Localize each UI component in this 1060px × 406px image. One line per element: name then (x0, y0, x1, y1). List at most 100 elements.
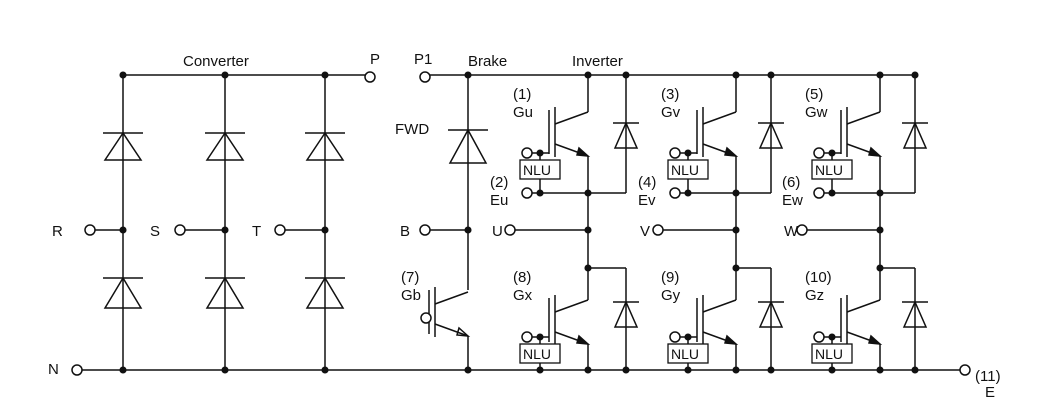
gate-lo-label: Gx (513, 287, 533, 304)
terminal-p[interactable] (364, 71, 376, 83)
nlu-label: NLU (523, 162, 551, 178)
junction-dot (876, 264, 884, 272)
emitter-label: Eu (490, 192, 508, 209)
junction-dot (767, 366, 775, 374)
junction-dot (876, 71, 884, 79)
diode-icon (103, 276, 143, 309)
label-fwd: FWD (395, 121, 429, 138)
junction-dot (767, 71, 775, 79)
emitter-number: (6) (782, 174, 800, 191)
junction-dot (732, 71, 740, 79)
diode-icon (902, 121, 928, 149)
wire (554, 111, 589, 125)
emitter-arrow-icon (868, 334, 883, 345)
nlu-label: NLU (523, 346, 551, 362)
wire (434, 291, 469, 305)
emitter-number: (4) (638, 174, 656, 191)
gate-terminal-hi[interactable] (669, 147, 681, 159)
junction-dot (584, 71, 592, 79)
emitter-sense-terminal[interactable] (669, 187, 681, 199)
junction-dot (321, 71, 329, 79)
diode-icon (205, 276, 245, 309)
emitter-sense-terminal[interactable] (813, 187, 825, 199)
junction-dot (876, 189, 884, 197)
emitter-sense-terminal[interactable] (521, 187, 533, 199)
diode-icon (205, 131, 245, 161)
label-brake: Brake (468, 53, 507, 70)
junction-dot (684, 366, 692, 374)
terminal-p1[interactable] (419, 71, 431, 83)
output-terminal-w[interactable] (796, 224, 808, 236)
gate-lo-number: (10) (805, 269, 832, 286)
junction-dot (536, 189, 544, 197)
terminal-n[interactable] (71, 364, 83, 376)
gate-hi-label: Gu (513, 104, 533, 121)
junction-dot (119, 71, 127, 79)
nlu-label: NLU (671, 162, 699, 178)
gate-lo-number: (9) (661, 269, 679, 286)
junction-dot (622, 71, 630, 79)
gate-lo-label: Gz (805, 287, 824, 304)
brake-gate-label: Gb (401, 287, 421, 304)
wire (846, 111, 881, 125)
terminal-e[interactable] (959, 364, 971, 376)
terminal-t-label: T (252, 223, 261, 240)
gate-hi-label: Gv (661, 104, 681, 121)
emitter-number: (2) (490, 174, 508, 191)
junction-dot (584, 264, 592, 272)
gate-lo-number: (8) (513, 269, 531, 286)
gate-hi-label: Gw (805, 104, 828, 121)
brake-gate-number: (7) (401, 269, 419, 286)
diode-icon (305, 276, 345, 309)
output-label: W (784, 223, 799, 240)
emitter-arrow-icon (724, 334, 739, 345)
junction-dot (536, 366, 544, 374)
junction-dot (911, 366, 919, 374)
terminal-p1-label: P1 (414, 51, 432, 68)
diode-icon (902, 300, 928, 328)
terminal-t[interactable] (274, 224, 286, 236)
junction-dot (321, 366, 329, 374)
terminal-r[interactable] (84, 224, 96, 236)
junction-dot (828, 189, 836, 197)
junction-dot (732, 189, 740, 197)
junction-dot (464, 71, 472, 79)
terminal-s[interactable] (174, 224, 186, 236)
nlu-label: NLU (815, 346, 843, 362)
junction-dot (622, 366, 630, 374)
junction-dot (876, 226, 884, 234)
terminal-s-label: S (150, 223, 160, 240)
junction-dot (911, 71, 919, 79)
terminal-p-label: P (370, 51, 380, 68)
gate-terminal-lo[interactable] (521, 331, 533, 343)
diode-icon (758, 121, 784, 149)
output-terminal-u[interactable] (504, 224, 516, 236)
terminal-e-number: (11) (975, 368, 1001, 385)
junction-dot (732, 264, 740, 272)
terminal-e-label: E (985, 384, 995, 401)
brake-gate-terminal[interactable] (420, 312, 432, 324)
junction-dot (584, 226, 592, 234)
terminal-b-label: B (400, 223, 410, 240)
emitter-arrow-icon (724, 146, 739, 157)
gate-terminal-hi[interactable] (521, 147, 533, 159)
terminal-b[interactable] (419, 224, 431, 236)
label-converter: Converter (183, 53, 249, 70)
junction-dot (584, 366, 592, 374)
gate-terminal-lo[interactable] (813, 331, 825, 343)
junction-dot (221, 366, 229, 374)
gate-hi-number: (1) (513, 86, 531, 103)
junction-dot (464, 366, 472, 374)
diode-icon (613, 300, 639, 328)
output-terminal-v[interactable] (652, 224, 664, 236)
gate-terminal-hi[interactable] (813, 147, 825, 159)
label-inverter: Inverter (572, 53, 623, 70)
emitter-arrow-icon (456, 326, 471, 337)
gate-terminal-lo[interactable] (669, 331, 681, 343)
junction-dot (221, 71, 229, 79)
output-label: U (492, 223, 503, 240)
emitter-arrow-icon (576, 146, 591, 157)
nlu-label: NLU (671, 346, 699, 362)
